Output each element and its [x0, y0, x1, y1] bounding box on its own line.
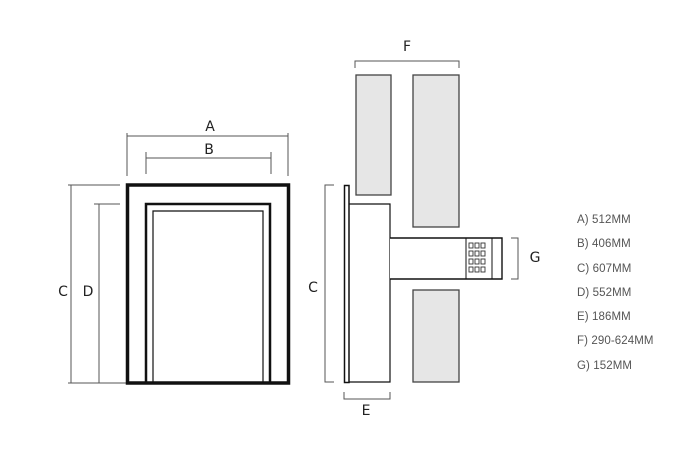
label-c-front: C: [58, 284, 68, 300]
side-view: F C G: [308, 39, 540, 419]
spec-d: D) 552MM: [577, 286, 632, 299]
front-plate: [343, 184, 350, 384]
dimension-e: E: [343, 392, 391, 419]
outer-frame: [125, 183, 291, 385]
front-view: A B C D: [58, 119, 291, 385]
label-b: B: [204, 142, 214, 158]
firebox-opening: [152, 210, 264, 383]
flue: [390, 237, 503, 280]
dimension-c-side: C: [308, 184, 334, 383]
spec-f: F) 290-624MM: [577, 335, 654, 348]
dimension-f: F: [354, 39, 460, 68]
dimension-b: B: [145, 142, 272, 174]
inner-frame: [144, 202, 272, 383]
flue-vent-grid-icon: [468, 242, 486, 273]
label-g: G: [530, 250, 541, 266]
spec-a: A) 512MM: [577, 214, 631, 226]
label-f: F: [403, 39, 411, 55]
wall-panel-upper-right: [412, 74, 460, 228]
spec-c: C) 607MM: [577, 262, 632, 275]
spec-g: G) 152MM: [577, 359, 633, 372]
spec-b: B) 406MM: [577, 238, 631, 251]
fire-body: [349, 203, 391, 383]
wall-panel-upper-left: [355, 74, 392, 196]
spec-e: E) 186MM: [577, 311, 631, 324]
dimension-a: A: [126, 119, 289, 176]
label-e: E: [362, 403, 371, 419]
dimension-g: G: [511, 237, 541, 280]
label-a: A: [205, 119, 215, 135]
label-c-side: C: [308, 280, 318, 296]
dimension-c-front: C: [58, 184, 128, 384]
dimension-specs-list: A) 512MM B) 406MM C) 607MM D) 552MM E) 1…: [577, 213, 654, 383]
dimension-d: D: [83, 203, 120, 383]
label-d: D: [83, 284, 94, 300]
wall-panel-lower-right: [412, 289, 460, 383]
